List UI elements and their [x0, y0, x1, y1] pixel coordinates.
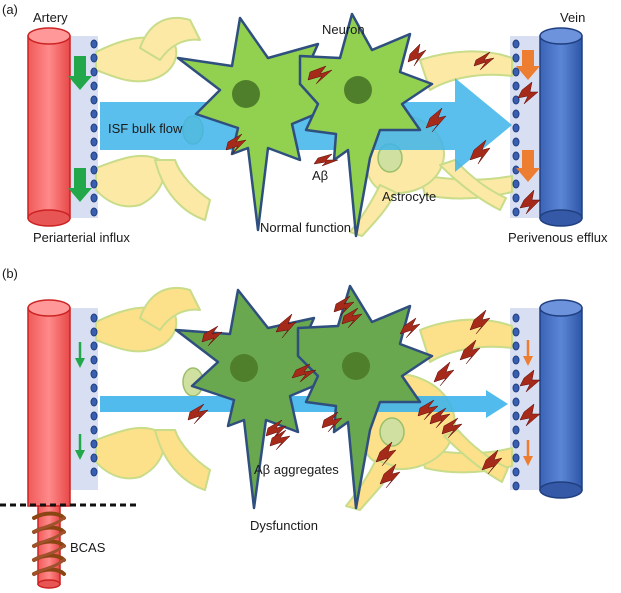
artery-vessel-b	[27, 299, 71, 507]
neuron-left-nucleus-b	[230, 354, 258, 382]
vein-vessel-b	[539, 299, 583, 499]
bcas-label: BCAS	[70, 540, 106, 555]
neuron-left-nucleus	[232, 80, 260, 108]
neuron-right-b	[296, 284, 434, 510]
panel-a: (a)	[2, 2, 608, 245]
periarterial-influx-arrows	[68, 56, 92, 202]
panel-b: (b)	[0, 266, 583, 589]
panel-b-tag: (b)	[2, 266, 18, 281]
neuron-right-nucleus-b	[342, 352, 370, 380]
abeta-label: Aβ	[312, 168, 328, 183]
amyloid-beta-aggregates	[187, 295, 541, 489]
artery-vessel	[27, 27, 71, 227]
vein-vessel	[539, 27, 583, 227]
bcas-coil-icon	[32, 511, 66, 576]
panel-a-tag: (a)	[2, 2, 18, 17]
neuron-right-nucleus	[344, 76, 372, 104]
aquaporin-channels-arterial	[90, 39, 98, 217]
neuron-label: Neuron	[322, 22, 365, 37]
abeta-aggregates-label: Aβ aggregates	[254, 462, 339, 477]
artery-label: Artery	[33, 10, 68, 25]
neuron-right	[298, 12, 434, 238]
isf-bulk-flow-label: ISF bulk flow	[108, 121, 183, 136]
aquaporin-channels-arterial-b	[90, 313, 98, 477]
astrocyte-nucleus-b	[379, 417, 405, 447]
vein-label: Vein	[560, 10, 585, 25]
neuron-left-b	[174, 288, 330, 510]
perivenous-efflux-arrows	[516, 50, 540, 182]
isf-bulk-flow-arrow	[100, 78, 512, 172]
aquaporin-channels-venous-b	[512, 313, 520, 491]
astrocyte-label: Astrocyte	[382, 189, 436, 204]
reduced-efflux-arrowheads	[523, 356, 533, 466]
aquaporin-channels-venous	[512, 39, 520, 217]
neuron-left	[176, 16, 332, 232]
perivenous-efflux-label: Perivenous efflux	[508, 230, 608, 245]
dysfunction-caption: Dysfunction	[250, 518, 318, 533]
normal-function-caption: Normal function	[260, 220, 351, 235]
stenosed-artery-segment	[37, 505, 61, 589]
periarterial-influx-label: Periarterial influx	[33, 230, 130, 245]
amyloid-beta-fragments-a	[225, 43, 541, 215]
reduced-influx-arrowheads	[75, 358, 85, 460]
